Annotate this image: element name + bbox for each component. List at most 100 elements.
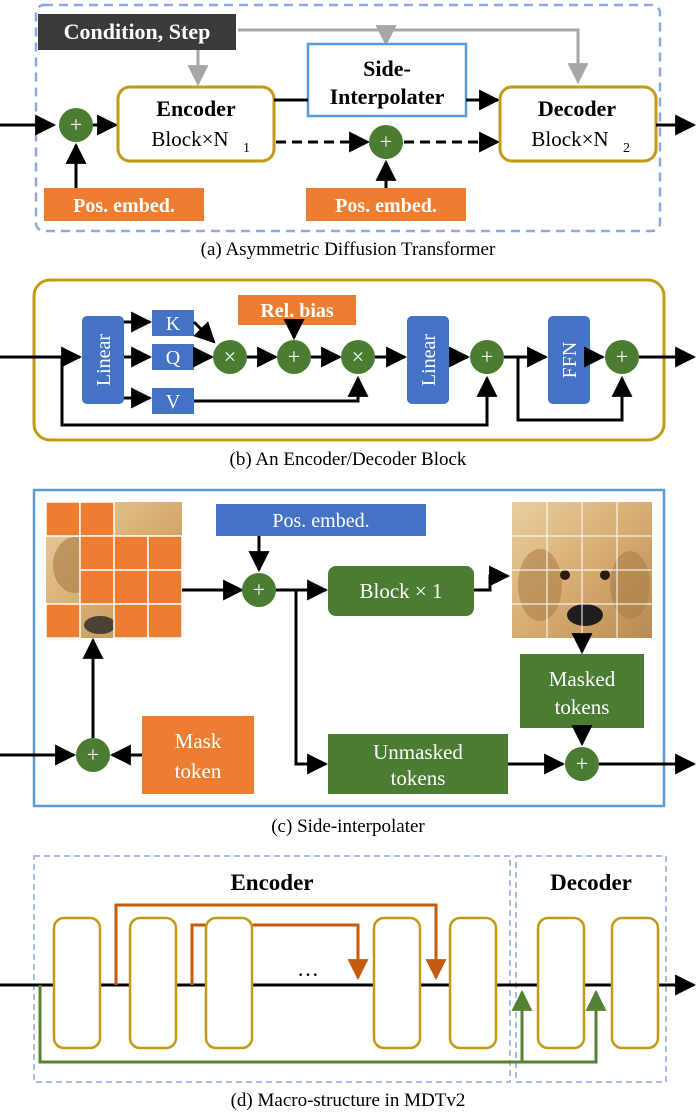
side-interpolater-line1: Side- xyxy=(363,56,411,81)
linear-right-box xyxy=(407,316,449,404)
panel-a: Condition, Step + Pos. embed. Encoder Bl… xyxy=(0,3,697,260)
plus-sign-b1: + xyxy=(288,344,300,369)
encoder-block-2 xyxy=(128,916,178,1050)
panel-c-frame xyxy=(32,488,666,808)
caption-a: (a) Asymmetric Diffusion Transformer xyxy=(201,239,496,260)
mask-tile xyxy=(113,569,149,605)
long-skip-decoder-2 xyxy=(38,985,607,1064)
rel-bias-label: Rel. bias xyxy=(260,300,334,322)
condition-step-label: Condition, Step xyxy=(64,19,211,44)
caption-d: (d) Macro-structure in MDTv2 xyxy=(231,1090,466,1111)
ffn-box xyxy=(548,316,590,404)
masked-image-grid xyxy=(45,501,183,639)
plus-node-b3 xyxy=(605,340,639,374)
pos-embed-c-label: Pos. embed. xyxy=(272,510,369,532)
linear-left-label: Linear xyxy=(93,334,115,387)
v-box xyxy=(152,388,194,414)
plus-sign-b3: + xyxy=(616,344,628,369)
mask-tile xyxy=(147,569,183,605)
recon-ear-right xyxy=(610,551,650,619)
recon-eye-right xyxy=(600,570,610,580)
mul-sign-2: × xyxy=(352,344,364,369)
pos-embed-right-label: Pos. embed. xyxy=(335,195,437,217)
encoder-block-4 xyxy=(372,916,422,1050)
recon-grid-lines xyxy=(512,502,652,638)
masked-tokens-line2: tokens xyxy=(555,695,610,719)
mul-node-2 xyxy=(341,340,375,374)
plus-node-c2 xyxy=(76,738,110,772)
decoder-sub: Block×N xyxy=(531,127,608,151)
pos-embed-left-label: Pos. embed. xyxy=(73,195,175,217)
block-x1-box xyxy=(328,566,474,616)
mask-tile xyxy=(79,501,115,537)
decoder-sub-index: 2 xyxy=(623,141,630,156)
q-label: Q xyxy=(166,347,181,369)
linear-left-box xyxy=(82,316,124,404)
v-label: V xyxy=(166,391,181,413)
caption-c: (c) Side-interpolater xyxy=(271,816,425,837)
plus-sign-c3: + xyxy=(576,751,588,776)
decoder-block-2 xyxy=(610,916,660,1050)
panel-b-frame xyxy=(32,278,666,442)
unmasked-tokens-line1: Unmasked xyxy=(373,740,463,764)
k-box xyxy=(152,310,194,336)
q-box xyxy=(152,344,194,370)
plus-node-a1 xyxy=(59,108,93,142)
skip-connection-inner xyxy=(190,923,369,985)
panel-d: Encoder Decoder ··· (d) Macro-structure … xyxy=(0,855,697,1111)
recon-nose xyxy=(567,604,603,626)
plus-node-b1 xyxy=(277,340,311,374)
decoder-region xyxy=(515,855,667,1083)
k-label: K xyxy=(166,313,181,335)
mul-sign-1: × xyxy=(224,344,236,369)
b-residual-1 xyxy=(60,357,498,427)
k-to-mul-arrow xyxy=(192,320,216,344)
pos-embed-left-box xyxy=(44,188,204,221)
plus-node-b2 xyxy=(470,340,504,374)
plus-node-c1 xyxy=(242,573,276,607)
decoder-label: Decoder xyxy=(550,870,632,895)
panel-c: Pos. embed. + Block × 1 xyxy=(0,488,697,837)
plus-sign-c2: + xyxy=(87,742,99,767)
unmasked-tokens-box xyxy=(328,734,508,794)
encoder-title: Encoder xyxy=(156,96,236,121)
linear-right-label: Linear xyxy=(418,334,440,387)
mask-tile xyxy=(79,569,115,605)
block-x1-label: Block × 1 xyxy=(359,579,442,603)
encoder-region xyxy=(33,855,511,1083)
mask-tile xyxy=(113,535,149,571)
ffn-label: FFN xyxy=(559,342,581,379)
encoder-sub: Block×N xyxy=(151,127,228,151)
v-to-mul-arrow xyxy=(194,375,369,403)
mask-token-box xyxy=(142,716,254,794)
mul-node-1 xyxy=(213,340,247,374)
caption-b: (b) An Encoder/Decoder Block xyxy=(230,449,467,470)
plus-sign-a1: + xyxy=(70,112,82,137)
plus-sign-a2: + xyxy=(380,129,392,154)
recon-eye-left xyxy=(560,570,570,580)
skip-connection-outer xyxy=(114,903,447,985)
dog-nose-hint xyxy=(84,616,116,634)
side-interpolater-box xyxy=(306,42,468,118)
encoder-block-1 xyxy=(52,916,102,1050)
side-interpolater-line2: Interpolater xyxy=(330,84,445,109)
ellipsis: ··· xyxy=(297,962,319,987)
mask-tile xyxy=(79,535,115,571)
mask-token-line2: token xyxy=(175,759,222,783)
plus-sign-c1: + xyxy=(253,577,265,602)
mask-token-line1: Mask xyxy=(175,729,222,753)
decoder-block-1 xyxy=(536,916,586,1050)
plus-sign-b2: + xyxy=(481,344,493,369)
pos-embed-right-box xyxy=(306,188,466,221)
condition-line-decoder xyxy=(238,28,589,85)
encoder-block-5 xyxy=(448,916,498,1050)
condition-step-box xyxy=(38,14,236,50)
plus-node-c3 xyxy=(565,747,599,781)
b-residual-2 xyxy=(516,357,633,422)
plus-to-unmasked-arrow xyxy=(294,590,329,775)
encoder-sub-index: 1 xyxy=(243,141,250,156)
block-to-image-arrow xyxy=(474,565,511,592)
pos-embed-c-box xyxy=(216,504,426,536)
encoder-label: Encoder xyxy=(230,870,313,895)
